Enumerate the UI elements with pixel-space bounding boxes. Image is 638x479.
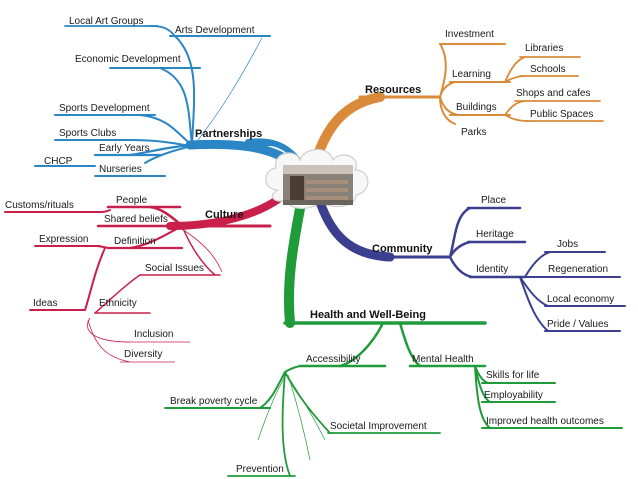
community-label: Community <box>372 243 433 255</box>
chcp-label: CHCP <box>44 156 73 167</box>
arts-development-label: Arts Development <box>175 25 255 36</box>
sports-clubs-label: Sports Clubs <box>59 128 116 139</box>
nurseries-label: Nurseries <box>99 164 142 175</box>
arts-dev-thin-link <box>197 37 263 141</box>
culture-thin-links <box>87 227 223 363</box>
shops-cafes-label: Shops and cafes <box>516 88 591 99</box>
health-branch-lines <box>164 193 623 477</box>
pride-values-label: Pride / Values <box>547 319 609 330</box>
expression-label: Expression <box>39 234 88 245</box>
improved-health-outcomes-label: Improved health outcomes <box>486 416 604 427</box>
local-art-groups-label: Local Art Groups <box>69 16 143 27</box>
ideas-label: Ideas <box>33 298 57 309</box>
schools-label: Schools <box>530 64 566 75</box>
accessibility-label: Accessibility <box>306 354 360 365</box>
mental-health-label: Mental Health <box>412 354 474 365</box>
shared-beliefs-label: Shared beliefs <box>104 214 168 225</box>
people-label: People <box>116 195 148 206</box>
customs-rituals-label: Customs/rituals <box>5 200 74 211</box>
prevention-label: Prevention <box>236 464 284 475</box>
health-thin-links <box>257 374 326 461</box>
buildings-label: Buildings <box>456 102 497 113</box>
parks-label: Parks <box>461 127 487 138</box>
skills-for-life-label: Skills for life <box>486 370 540 381</box>
inclusion-label: Inclusion <box>134 329 173 340</box>
resources-label: Resources <box>365 84 421 96</box>
community-branch-lines <box>313 191 626 332</box>
learning-label: Learning <box>452 69 491 80</box>
early-years-label: Early Years <box>99 143 150 154</box>
place-label: Place <box>481 195 506 206</box>
identity-label: Identity <box>476 264 508 275</box>
definition-label: Definition <box>114 236 156 247</box>
investment-label: Investment <box>445 29 494 40</box>
partnerships-label: Partnerships <box>195 128 262 140</box>
diversity-label: Diversity <box>124 349 162 360</box>
economic-development-label: Economic Development <box>75 54 181 65</box>
ethnicity-label: Ethnicity <box>99 298 137 309</box>
heritage-label: Heritage <box>476 229 514 240</box>
sports-development-label: Sports Development <box>59 103 150 114</box>
libraries-label: Libraries <box>525 43 563 54</box>
health-wellbeing-label: Health and Well-Being <box>310 309 426 321</box>
employability-label: Employability <box>484 390 543 401</box>
break-poverty-cycle-label: Break poverty cycle <box>170 396 258 407</box>
culture-branch-lines <box>4 194 284 314</box>
culture-label: Culture <box>205 209 244 221</box>
regeneration-label: Regeneration <box>548 264 608 275</box>
center-cloud-image <box>265 148 369 209</box>
local-economy-label: Local economy <box>547 294 614 305</box>
social-issues-label: Social Issues <box>145 263 204 274</box>
partnerships-branch-lines <box>34 25 307 177</box>
societal-improvement-label: Societal Improvement <box>330 421 427 432</box>
jobs-label: Jobs <box>557 239 578 250</box>
public-spaces-label: Public Spaces <box>530 109 593 120</box>
